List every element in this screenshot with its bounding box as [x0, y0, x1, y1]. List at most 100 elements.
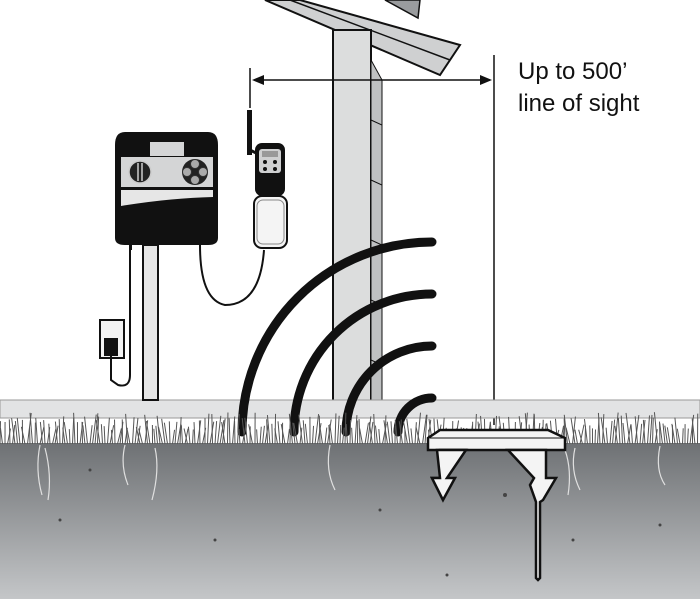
grass-blade	[145, 421, 151, 445]
grass-blade	[172, 429, 176, 445]
grass-blade	[100, 424, 103, 445]
grass-blade	[578, 429, 583, 445]
grass-blade	[583, 418, 588, 445]
grass-blade	[156, 415, 161, 445]
grass-blade	[137, 425, 141, 445]
grass-blade	[383, 420, 388, 445]
grass-blade	[117, 428, 122, 445]
grass-blade	[620, 415, 623, 445]
grass-blade	[266, 419, 268, 445]
grass-blade	[563, 414, 568, 445]
grass-blade	[292, 422, 296, 445]
grass-blade	[410, 428, 413, 445]
grass-blade	[649, 414, 653, 445]
grass-blade	[653, 412, 658, 445]
range-dimension	[249, 55, 495, 425]
grass-blade	[132, 417, 135, 445]
grass-blade	[652, 417, 654, 445]
grass-blade	[666, 427, 671, 445]
grass-blade	[302, 420, 306, 445]
grass-blade	[89, 425, 93, 445]
grass-blade	[107, 417, 110, 445]
grass-blade	[11, 418, 16, 445]
grass-blade	[288, 413, 293, 445]
grass-blade	[579, 424, 585, 445]
antenna-icon	[247, 110, 252, 155]
grass-blade	[62, 427, 66, 445]
grass-blade	[0, 427, 3, 445]
grass-blade	[351, 427, 353, 445]
grass-blade	[179, 417, 182, 445]
house-wall	[332, 29, 383, 411]
soil-specks	[58, 468, 662, 577]
grass-blade	[180, 425, 183, 445]
mounting-pipe	[142, 244, 159, 401]
grass-blade	[398, 421, 403, 445]
grass-blade	[82, 425, 86, 445]
grass-blade	[266, 415, 271, 445]
grass-blade	[168, 421, 171, 445]
grass-blade	[7, 428, 12, 445]
grass-blade	[197, 420, 202, 445]
grass-blade	[238, 429, 241, 445]
grass-blade	[359, 428, 363, 445]
grass-blade	[183, 428, 188, 445]
grass-blade	[565, 427, 571, 445]
grass-blade	[597, 412, 601, 445]
grass-blade	[417, 412, 421, 445]
grass-blade	[134, 418, 139, 445]
grass-blade	[671, 423, 676, 445]
grass-blade	[574, 429, 578, 445]
grass-blade	[634, 416, 638, 445]
grass-blade	[378, 429, 381, 445]
grass-blade	[605, 427, 608, 445]
grass-blade	[691, 418, 696, 445]
grass-blade	[232, 416, 236, 445]
grass-blade	[48, 423, 51, 445]
grass-blade	[187, 426, 191, 445]
grass-blade	[594, 429, 597, 445]
grass-blade	[211, 414, 213, 445]
grass-blade	[403, 421, 408, 445]
grass-blade	[125, 413, 128, 445]
grass-blade	[280, 423, 286, 445]
grass-blade	[344, 412, 347, 445]
wireless-receiver	[247, 110, 288, 249]
grass-blade	[682, 428, 684, 445]
grass-blade	[58, 419, 61, 445]
grass-blade	[299, 427, 303, 445]
grass-blade	[110, 429, 113, 445]
grass-blade	[617, 417, 621, 445]
grass-blade	[198, 420, 201, 445]
grass-blade	[207, 413, 210, 445]
grass-blade	[318, 415, 321, 445]
grass-blade	[14, 420, 18, 445]
grass-blade	[153, 428, 156, 445]
grass-blade	[192, 429, 194, 445]
grass-blade	[572, 416, 576, 445]
grass-blade	[630, 424, 633, 445]
grass-blade	[126, 429, 131, 445]
grass-blade	[415, 426, 421, 445]
grass-blade	[161, 418, 166, 445]
grass-blade	[43, 420, 46, 445]
grass-blade	[328, 424, 331, 445]
grass-blade	[414, 422, 417, 445]
grass-blade	[676, 428, 681, 445]
grass-blade	[259, 426, 262, 445]
grass-blade	[274, 428, 278, 445]
dial-icon	[128, 160, 152, 184]
grass-blade	[662, 423, 666, 445]
grass-blade	[158, 426, 163, 445]
grass-blade	[358, 418, 361, 445]
grass-blade	[174, 421, 178, 445]
grass-blade	[237, 414, 240, 445]
grass-blade	[390, 421, 393, 445]
wireless-signal-icon	[237, 237, 437, 437]
grass-blade	[367, 416, 372, 445]
grass-blade	[394, 419, 398, 445]
grass-blade	[184, 428, 189, 445]
grass-blade	[54, 421, 58, 445]
grass-blade	[293, 422, 298, 445]
